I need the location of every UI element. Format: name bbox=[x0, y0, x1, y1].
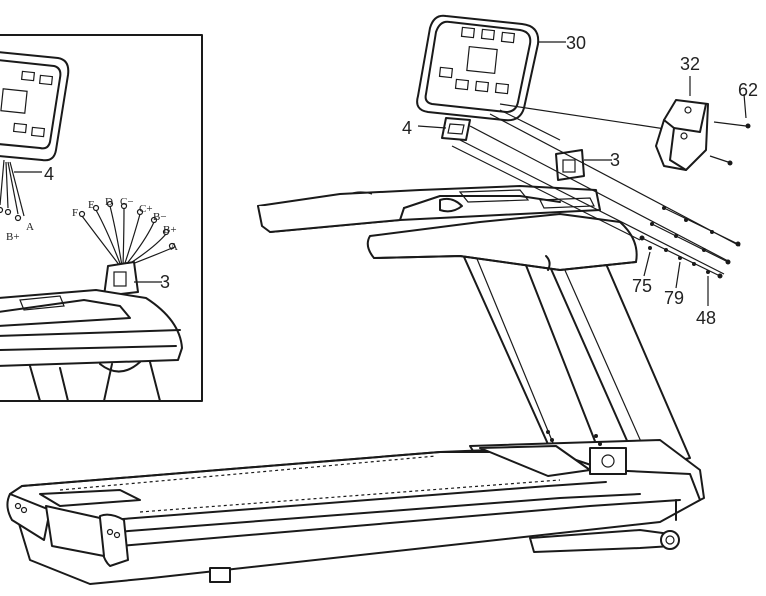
screws-62 bbox=[709, 93, 751, 166]
callout-62: 62 bbox=[738, 80, 758, 100]
inset-wire-fan: F E D C− C+ B− B+ A bbox=[72, 196, 178, 267]
callout-75: 75 bbox=[632, 276, 652, 296]
inset-left-wires: B+ A bbox=[0, 159, 34, 243]
wire-label: A bbox=[26, 221, 34, 233]
connector-3 bbox=[555, 149, 585, 181]
console-deck bbox=[257, 185, 638, 271]
callout-3-inset: 3 bbox=[160, 272, 170, 292]
wire-label: E bbox=[88, 199, 95, 211]
inset-connector bbox=[103, 261, 139, 297]
screw-rows bbox=[639, 206, 741, 279]
callout-4: 4 bbox=[402, 118, 412, 138]
cable-plug-4 bbox=[441, 117, 471, 141]
inset-console bbox=[0, 51, 70, 162]
explosion-lines bbox=[451, 103, 741, 275]
callout-4-inset: 4 bbox=[44, 164, 54, 184]
wire-label: A bbox=[170, 241, 178, 253]
console-30 bbox=[416, 14, 540, 122]
wire-label: B+ bbox=[6, 231, 20, 243]
treadmill-frame bbox=[6, 243, 705, 585]
wire-label: C+ bbox=[139, 203, 153, 215]
callout-30: 30 bbox=[566, 33, 586, 53]
wire-label: B+ bbox=[163, 224, 177, 236]
wire-label: F bbox=[72, 207, 78, 219]
callout-3: 3 bbox=[610, 150, 620, 170]
callout-48: 48 bbox=[696, 308, 716, 328]
wire-label: D bbox=[105, 196, 113, 208]
callout-79: 79 bbox=[664, 288, 684, 308]
wire-label: C− bbox=[120, 196, 134, 208]
cover-32 bbox=[655, 99, 709, 171]
wire-label: B− bbox=[153, 211, 167, 223]
callout-32: 32 bbox=[680, 54, 700, 74]
inset-console-deck bbox=[0, 289, 183, 402]
inset-detail: B+ A 4 F E D C− C+ B− bbox=[0, 34, 203, 402]
